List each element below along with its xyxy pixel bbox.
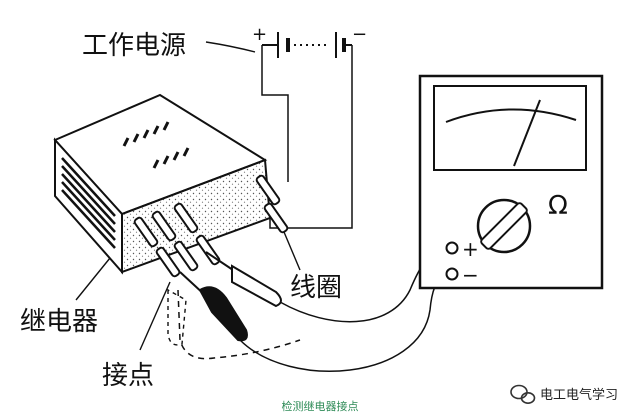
coil-leader-line: [283, 231, 301, 271]
meter-needle: [513, 99, 541, 167]
dashed-probe-outline: [167, 288, 187, 346]
probe-white: [205, 251, 282, 308]
battery-minus-sign: −: [352, 24, 367, 45]
relay-box: [53, 93, 272, 275]
plus-terminal-label: +: [462, 237, 479, 261]
contact-pin-4: [155, 246, 181, 278]
power-source-label: 工作电源: [82, 31, 186, 61]
relay-pins: [133, 174, 289, 278]
meter-display-window: [433, 85, 587, 171]
dashed-lead-alt: [177, 289, 301, 360]
minus-terminal-jack: [445, 267, 459, 281]
contacts-leader-line: [139, 281, 171, 351]
knob-pointer: [480, 202, 528, 250]
power-wires: [261, 45, 353, 229]
coil-pin-2: [263, 202, 289, 234]
wechat-logo-icon: [510, 384, 536, 404]
contact-pin-5: [173, 240, 199, 272]
coil-label: 线圈: [290, 273, 342, 303]
relay-label: 继电器: [20, 307, 98, 337]
meter-scale-arc: [445, 108, 577, 123]
battery-plus-sign: +: [252, 24, 267, 45]
coil-pin-1: [255, 174, 281, 206]
relay-side-slots: [61, 157, 116, 249]
contact-pin-3: [173, 202, 199, 234]
watermark: 电工电气学习: [510, 384, 618, 404]
plus-terminal-jack: [445, 241, 459, 255]
power-source-leader-line: [205, 41, 256, 53]
minus-terminal-label: −: [462, 263, 479, 287]
caption: 检测继电器接点: [282, 399, 359, 413]
contact-pin-1: [133, 216, 159, 248]
contacts-label: 接点: [102, 361, 154, 391]
battery-symbol: [262, 32, 352, 58]
relay-top-markings: [122, 121, 190, 169]
multimeter: Ω + −: [418, 74, 604, 290]
contact-pin-2: [151, 210, 177, 242]
ohm-symbol: Ω: [548, 191, 568, 221]
watermark-text: 电工电气学习: [540, 387, 618, 403]
relay-leader-line: [75, 257, 111, 301]
